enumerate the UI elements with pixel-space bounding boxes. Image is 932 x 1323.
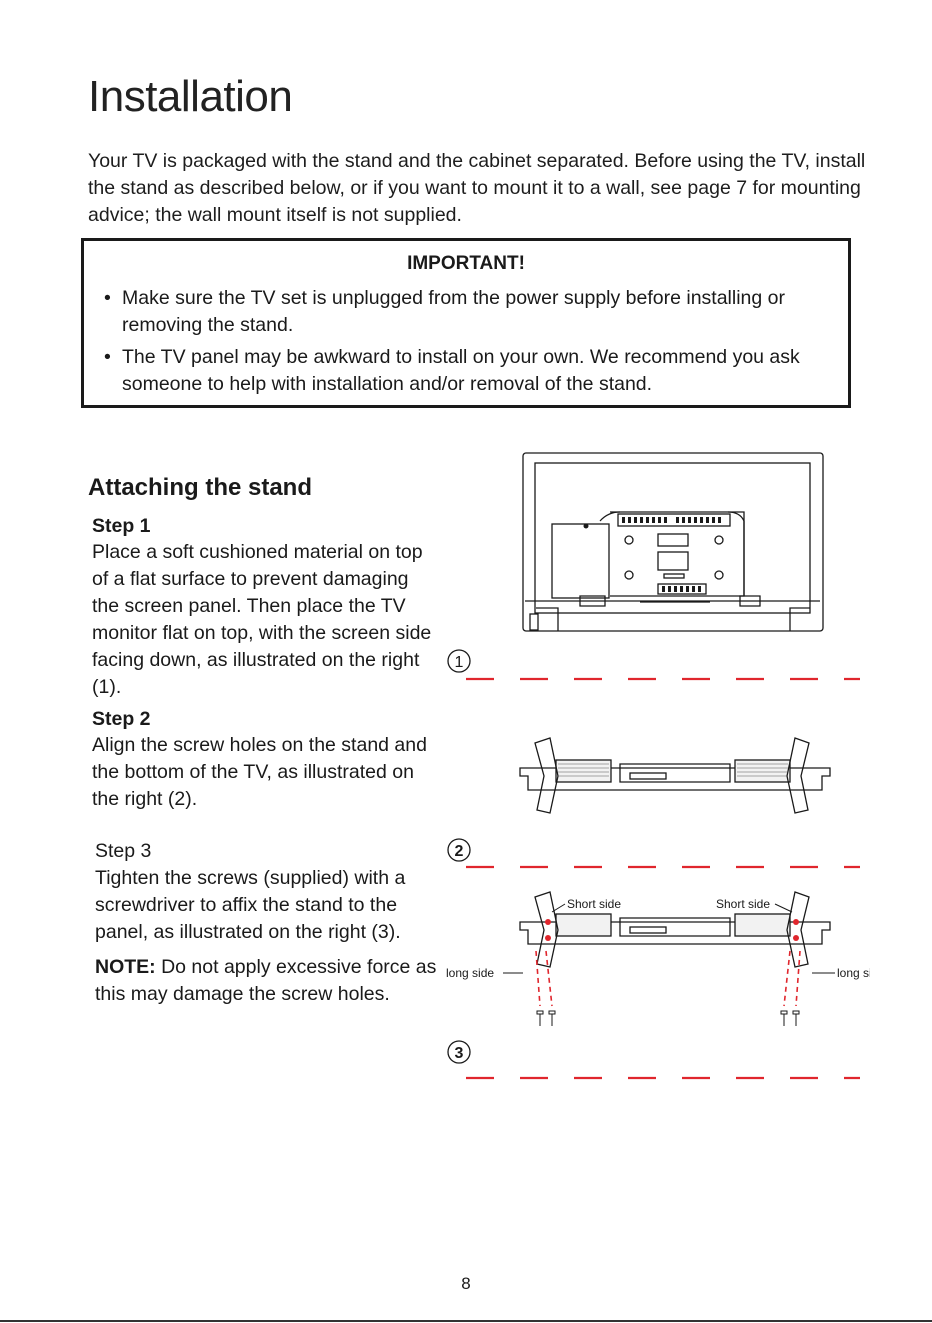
- note-label: NOTE:: [95, 956, 156, 978]
- important-bullet-unplug: Make sure the TV set is unplugged from t…: [102, 285, 842, 339]
- screw-path-dashed-lines: [535, 950, 801, 1007]
- label-long-side-left: long side: [446, 966, 494, 980]
- tv-bottom-with-stand-icon: [519, 737, 831, 814]
- label-short-side-left: Short side: [567, 897, 621, 911]
- screws-icon: [536, 1010, 800, 1026]
- figure-marker-1: 1: [447, 649, 471, 673]
- step-3-heading: Step 3: [95, 840, 152, 862]
- step-3: Step 3 Tighten the screws (supplied) wit…: [95, 838, 440, 1008]
- tv-back-view-icon: [522, 452, 824, 632]
- step-1-heading: Step 1: [92, 515, 151, 537]
- tv-bottom-screw-install-icon: [519, 891, 831, 968]
- step-3-note: NOTE: Do not apply excessive force as th…: [95, 954, 440, 1008]
- figure-marker-3-label: 3: [455, 1045, 464, 1062]
- step-3-body: Tighten the screws (supplied) with a scr…: [95, 867, 406, 943]
- step-2-body: Align the screw holes on the stand and t…: [92, 734, 427, 810]
- figure-marker-2-label: 2: [455, 843, 464, 860]
- tv-back-ports-icon: [583, 517, 721, 592]
- figure-marker-2: 2: [447, 838, 471, 862]
- leader-lines: [503, 903, 835, 974]
- screw-hole-highlight-icon: [545, 919, 799, 941]
- figure-marker-1-label: 1: [455, 654, 464, 671]
- important-notice-box: IMPORTANT! Make sure the TV set is unplu…: [81, 238, 851, 408]
- page-number: 8: [461, 1274, 471, 1293]
- important-bullet-assistance: The TV panel may be awkward to install o…: [102, 344, 842, 398]
- intro-paragraph: Your TV is packaged with the stand and t…: [88, 150, 866, 226]
- page-title: Installation: [88, 72, 293, 121]
- label-short-side-right: Short side: [716, 897, 770, 911]
- vent-grill-icon: [558, 763, 788, 777]
- step-2-heading: Step 2: [92, 708, 151, 730]
- important-title: IMPORTANT!: [407, 253, 525, 274]
- section-title: Attaching the stand: [88, 474, 313, 501]
- figure-marker-3: 3: [447, 1040, 471, 1064]
- label-long-side-right: long side: [837, 966, 870, 980]
- step-1-body: Place a soft cushioned material on top o…: [92, 541, 432, 698]
- step-2: Step 2 Align the screw holes on the stan…: [92, 708, 437, 813]
- footer-rule: [0, 1320, 932, 1322]
- note-text: Do not apply excessive force as this may…: [95, 956, 437, 1005]
- stand-installation-illustration: 1 2: [446, 452, 870, 1080]
- step-1: Step 1 Place a soft cushioned material o…: [92, 515, 437, 701]
